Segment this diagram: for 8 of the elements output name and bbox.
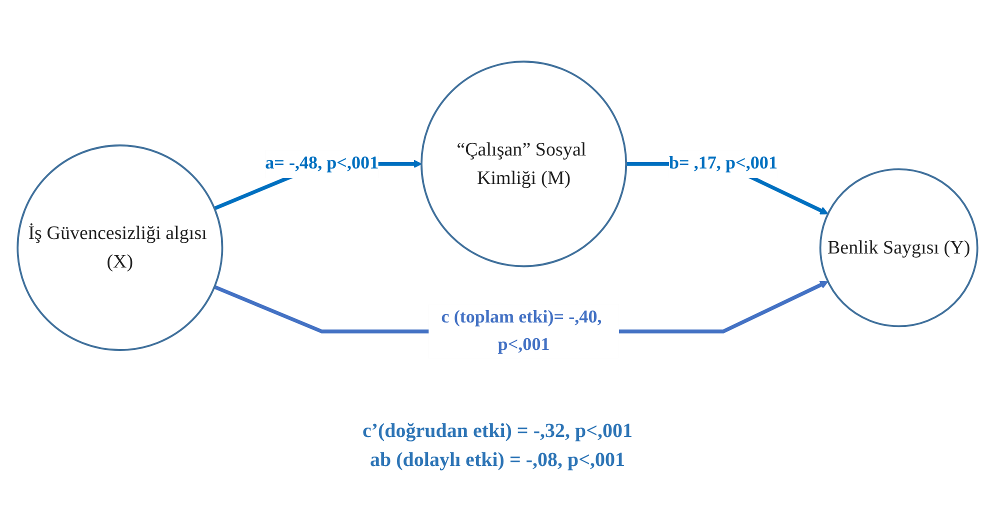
node-circle: “Çalışan” Sosyal Kimliği (M)	[420, 60, 628, 268]
effect-note: ab (dolaylı etki) = -,08, p<,001	[370, 449, 626, 472]
effect-note: c’(doğrudan etki) = -,32, p<,001	[362, 420, 633, 443]
edge-label: a= -,48, p<,001	[265, 153, 379, 174]
node-circle: Benlik Saygısı (Y)	[819, 168, 978, 328]
edge-label: b= ,17, p<,001	[668, 153, 778, 174]
node-circle: İş Güvencesizliği algısı (X)	[16, 144, 224, 351]
edge-label: c (toplam etki)= -,40, p<,001	[441, 307, 602, 354]
